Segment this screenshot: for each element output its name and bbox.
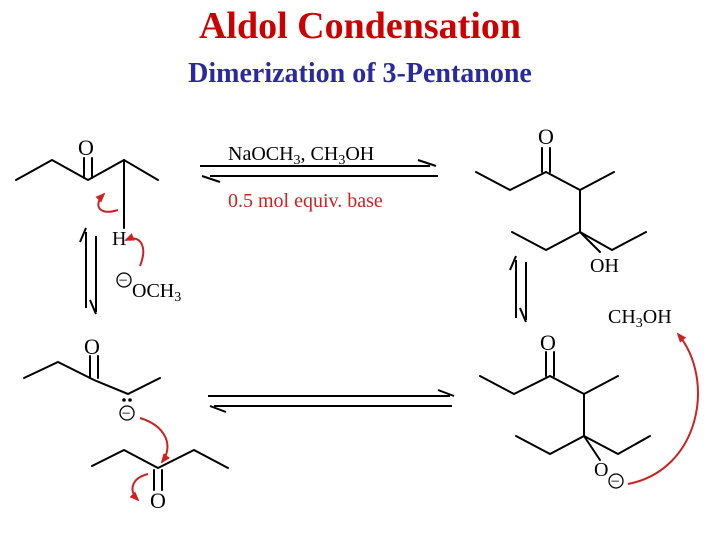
charge-circle [608,473,624,489]
molecule-aldol-product: O OH [475,124,647,277]
lone-pair-dot [122,398,126,402]
equilibrium-arrow-bottom [208,389,455,413]
molecule-3-pentanone: O H [15,135,159,250]
molecule-alkoxide: O O − [479,330,651,491]
methoxide-ion: − OCH3 [116,272,181,305]
atom-o: O [538,124,554,149]
page-subtitle: Dimerization of 3-Pentanone [188,58,532,89]
curved-arrow-methoxide-attacks-h [124,233,145,267]
atom-o: O [78,135,94,160]
methanol-label: CH3OH [608,306,672,331]
reagent-forward: NaOCH3, CH3OH [228,143,374,168]
equilibrium-arrow-left [79,227,97,315]
charge-circle [116,272,132,288]
atom-h: H [112,228,126,250]
charge-minus: − [119,273,128,290]
charge-circle [119,405,135,421]
atom-o: O [540,330,556,355]
atom-o: O [594,459,608,481]
atom-o: O [84,334,100,359]
reagent-reverse-note: 0.5 mol equiv. base [228,190,383,212]
methoxide-label: OCH3 [132,280,181,305]
molecule-3-pentanone-acceptor: O [91,448,229,513]
equilibrium-arrow-top [200,159,438,183]
molecule-enolate: O − [23,334,161,423]
equilibrium-arrow-right [509,255,527,323]
charge-minus: − [611,474,620,491]
charge-minus: − [122,406,131,423]
atom-o: O [150,488,166,513]
curved-arrow-carbonyl-to-oxygen [129,473,149,502]
curved-arrow-bond-to-carbonyl [95,192,119,213]
page-title: Aldol Condensation [198,5,522,47]
atom-oh: OH [590,255,619,277]
curved-arrow-alkoxide-to-methanol [627,332,699,485]
curved-arrow-enolate-attacks-carbonyl [139,417,170,464]
lone-pair-dot [128,398,132,402]
